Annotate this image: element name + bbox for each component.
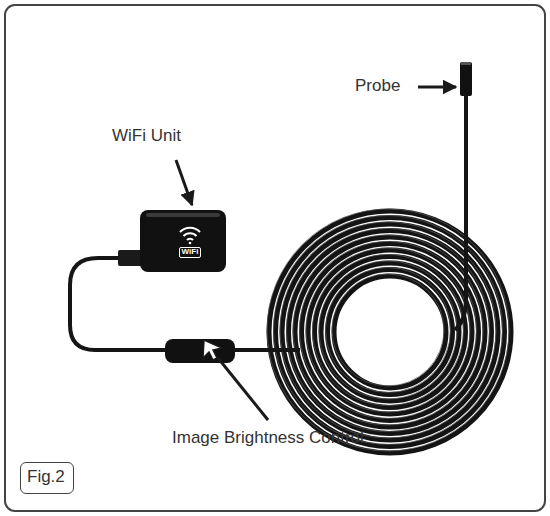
cable-highlight [274,216,503,445]
cable-highlight [300,242,477,419]
cable-highlight [287,229,490,432]
probe-lens [461,62,471,65]
cable [235,348,300,352]
figure-number: Fig.2 [27,467,67,487]
cable-highlight [319,261,457,399]
part-label: WiFi Unit [112,126,181,146]
cable-highlight [280,222,496,438]
cable-loop [328,270,453,395]
cable-loop [276,218,505,447]
cable-loop [289,231,492,434]
part-label: Probe [355,76,400,96]
wifi-icon [180,228,200,245]
cable-highlight [313,255,464,406]
cable-highlight [293,235,483,425]
probe-tip [460,62,472,96]
cable-highlight [306,248,470,412]
cable-loop [315,257,466,408]
wifi-unit-highlight [146,213,220,217]
frame [5,5,545,511]
leader-arrow [218,358,268,420]
cable-highlight [267,209,509,451]
cable-highlight [332,274,444,386]
brightness-control [165,339,235,363]
leader-arrow [176,160,192,205]
cable-loop [302,244,479,421]
usb-plug [118,250,142,266]
cable-loop [295,237,485,427]
wifi-unit [140,210,226,272]
cable-loop [321,263,459,401]
leader-arrow [418,86,456,89]
probe-cable [455,92,466,330]
part-label: Image Brightness Control [172,428,364,448]
leader-arrowhead [203,340,222,360]
cable-loop [334,276,446,388]
cable-loop [269,211,511,453]
cable-coil [267,209,511,453]
logo-text: WiFi [179,247,202,258]
figure-tag: Fig.2 [20,462,74,494]
cable-loop [308,250,472,414]
cable-highlight [326,268,451,393]
